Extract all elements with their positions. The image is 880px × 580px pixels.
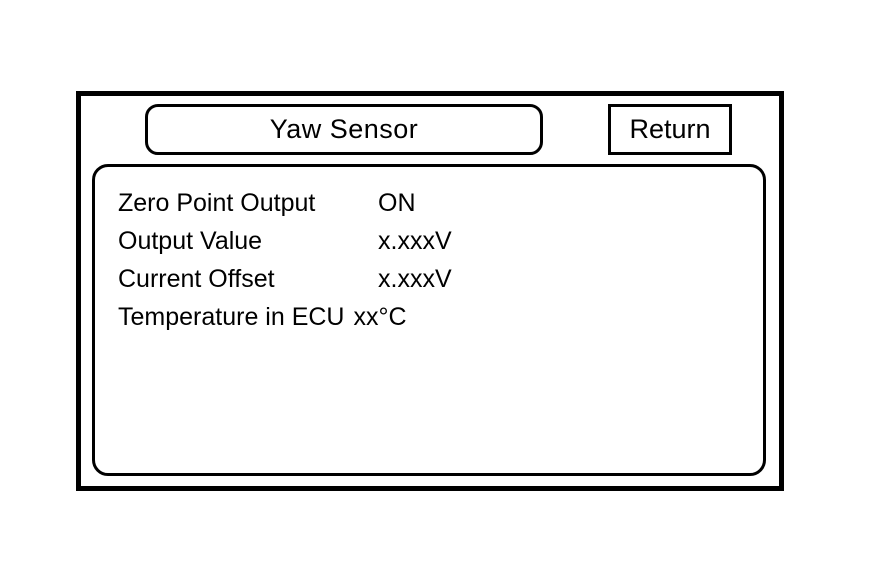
page-title-box: Yaw Sensor	[145, 104, 543, 155]
row-value: x.xxxV	[378, 265, 452, 293]
data-row-ecu-temperature: Temperature in ECU xx°C	[118, 302, 743, 340]
row-label: Zero Point Output	[118, 189, 316, 217]
data-row-zero-point-output: Zero Point Output ON	[118, 188, 743, 226]
return-button[interactable]: Return	[608, 104, 732, 155]
row-value: xx°C	[353, 303, 407, 331]
page-title: Yaw Sensor	[269, 114, 419, 144]
data-row-output-value: Output Value x.xxxV	[118, 226, 743, 264]
data-row-current-offset: Current Offset x.xxxV	[118, 264, 743, 302]
row-value: ON	[378, 189, 416, 217]
row-value: x.xxxV	[378, 227, 452, 255]
row-label: Temperature in ECU	[118, 303, 345, 331]
sensor-data-panel: Zero Point Output ON Output Value x.xxxV C…	[92, 164, 766, 476]
return-button-label: Return	[629, 114, 711, 144]
row-label: Output Value	[118, 227, 263, 255]
row-label: Current Offset	[118, 265, 275, 293]
